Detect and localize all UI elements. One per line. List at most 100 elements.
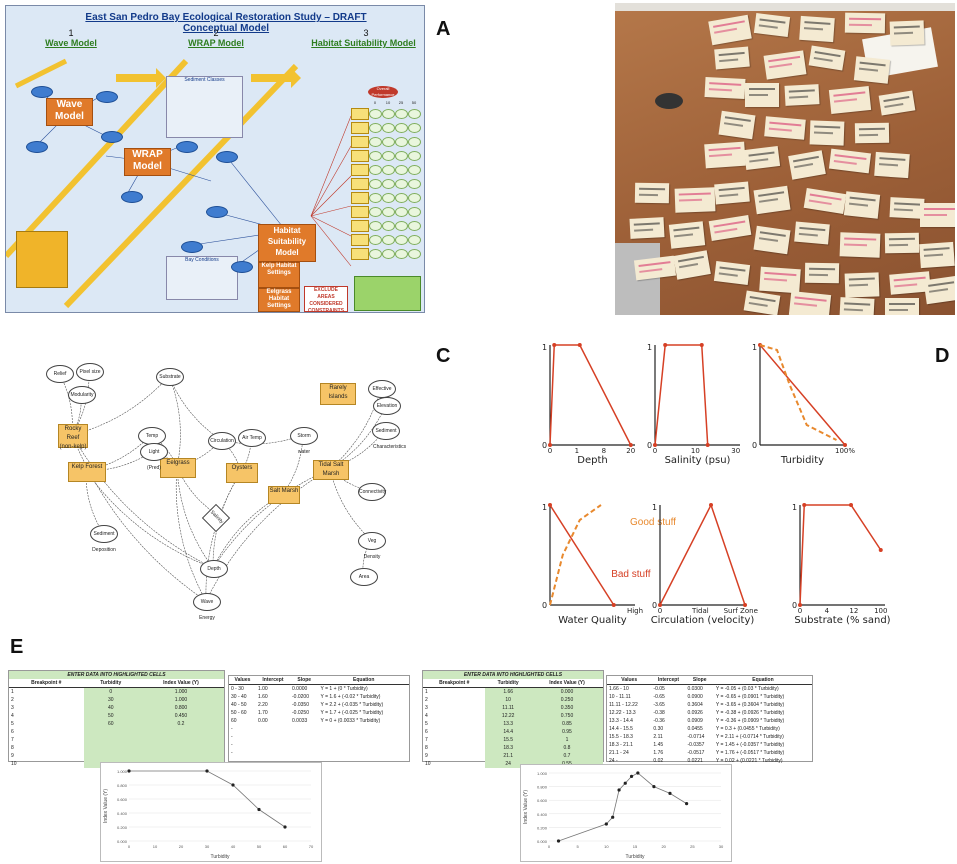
sticky-note [714, 181, 750, 205]
perf-col-label: 10 [385, 100, 391, 105]
perf-cell [382, 235, 395, 245]
table-cell: Y = -0.65 + (0.0901 * Turbidity) [715, 694, 785, 700]
factor-node: Substrate [156, 368, 184, 386]
table-cell [318, 733, 409, 741]
legend-green-box [354, 276, 421, 311]
response-line [759, 344, 846, 446]
table-cell: 2 [11, 697, 14, 703]
panel-a-conceptual-model: East San Pedro Bay Ecological Restoratio… [5, 5, 425, 313]
index-point [629, 774, 634, 778]
y-axis-label: Index Value (Y) [523, 790, 529, 824]
table-header: Index Value (Y) [137, 679, 224, 688]
right-breakpoint-table: ENTER DATA INTO HIGHLIGHTED CELLS Breakp… [422, 670, 604, 768]
left-breakpoint-table: ENTER DATA INTO HIGHLIGHTED CELLS Breakp… [8, 670, 225, 768]
habitat-box: Rarely Islands [320, 383, 356, 405]
table-cell: 1.70 [257, 710, 268, 716]
table-cell: Y = 1.45 + (-0.0357 * Turbidity) [715, 742, 785, 748]
table-cell: -0.0714 [687, 734, 705, 740]
table-cell [256, 725, 290, 733]
response-point [699, 343, 704, 347]
bubble [206, 206, 228, 218]
bay-conditions-label: Bay Conditions [185, 257, 219, 263]
index-point [636, 771, 640, 775]
perf-cell [369, 151, 382, 161]
table-cell: 30 [83, 696, 138, 704]
perf-cell [395, 137, 408, 147]
perf-cell [382, 221, 395, 231]
response-point [658, 603, 662, 607]
table-cell: -0.65 [653, 694, 665, 700]
x-tick-label: 10 [153, 844, 158, 849]
table-cell: - [231, 742, 233, 748]
perf-cell [369, 249, 382, 259]
sticky-note [753, 13, 791, 37]
perf-cell [408, 137, 421, 147]
perf-cell [395, 193, 408, 203]
table-cell [137, 728, 224, 736]
panel-letter-e: E [10, 636, 24, 658]
x-axis-label: Salinity (psu) [665, 455, 731, 466]
perf-cell [395, 165, 408, 175]
table-header: Values [229, 676, 256, 685]
table-cell: 0.0900 [687, 694, 703, 700]
x-axis-label: Water Quality [558, 615, 627, 626]
y-tick-label: 0.800 [537, 785, 548, 790]
bubble [231, 261, 253, 273]
index-point [668, 791, 672, 795]
perf-cell [369, 235, 382, 245]
table-cell [83, 744, 138, 752]
y-tick-label: 1.000 [537, 771, 548, 776]
table-cell: - [231, 750, 233, 756]
sticky-note [704, 141, 746, 169]
dashed-response-line [549, 504, 602, 606]
table-cell: 0.85 [530, 720, 603, 728]
x-tick-label: 5 [577, 844, 580, 849]
wrap-model-box: WRAP Model [124, 148, 171, 176]
model-head-wave: Wave Model [45, 38, 97, 48]
table-cell: Y = 1.7 + (-0.025 * Turbidity) [320, 710, 384, 716]
perf-cell [382, 179, 395, 189]
x-tick-label: 0 [548, 844, 551, 849]
sticky-note [854, 122, 890, 144]
x-tick-label: 0 [653, 447, 657, 455]
x-tick-label: 0 [798, 607, 802, 615]
perf-cell [395, 151, 408, 161]
y-tick-label: 0.600 [117, 797, 128, 802]
good-stuff-label: Good stuff [630, 517, 676, 528]
index-point [611, 815, 615, 819]
table-row: - [229, 725, 409, 733]
table-cell: 1 [425, 689, 428, 695]
perf-cell [382, 249, 395, 259]
table-cell [83, 728, 138, 736]
y-min-label: 0 [647, 441, 652, 450]
table-cell: 1.66 [485, 687, 531, 696]
index-point [205, 769, 209, 773]
table-header: Slope [290, 676, 319, 685]
table-cell: 0.00 [257, 718, 268, 724]
sticky-note [799, 15, 835, 43]
panel-letter-c: C [436, 345, 451, 367]
perf-cell [382, 137, 395, 147]
table-cell: -0.0357 [687, 742, 705, 748]
table-cell: Y = -0.36 + (0.0909 * Turbidity) [715, 718, 785, 724]
factor-node: Connectivity [358, 483, 386, 501]
perf-cell [395, 207, 408, 217]
y-tick-label: 0.200 [117, 825, 128, 830]
table-cell: 12.22 [485, 712, 531, 720]
bubble [96, 91, 118, 103]
response-line [549, 504, 615, 606]
sticky-note [808, 45, 846, 71]
table-cell: 14.4 - 15.5 [609, 726, 633, 732]
table-cell: Y = -3.65 + (0.3604 * Turbidity) [715, 702, 785, 708]
sticky-note [844, 272, 880, 298]
x-tick-label: 20 [626, 447, 635, 455]
index-point [231, 783, 235, 787]
